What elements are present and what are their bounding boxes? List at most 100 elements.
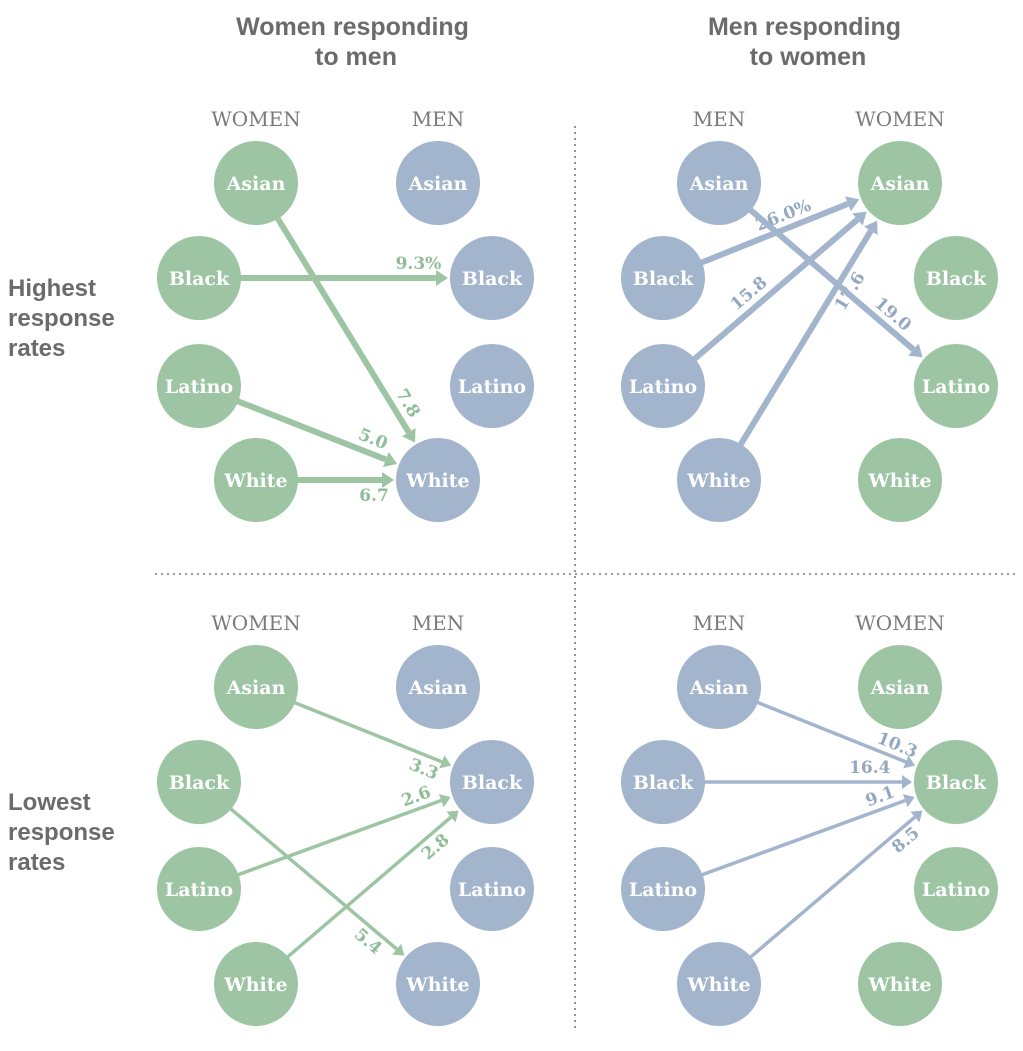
edge-line bbox=[697, 201, 850, 267]
edge-value-label: 5.4 bbox=[350, 924, 386, 958]
edge-white-to-black: 8.5 bbox=[746, 810, 924, 961]
arrowhead-icon bbox=[401, 428, 416, 443]
arrowhead-icon bbox=[382, 472, 394, 488]
edge-line bbox=[745, 205, 916, 352]
right-node-label-asian: Asian bbox=[408, 677, 468, 699]
right-node-label-latino: Latino bbox=[458, 879, 526, 901]
arrowhead-icon bbox=[382, 452, 398, 467]
column-title-men-to-women: Men responding to women bbox=[708, 13, 908, 71]
left-group-label: WOMEN bbox=[211, 107, 301, 131]
right-node-label-white: White bbox=[405, 974, 469, 996]
left-node-label-black: Black bbox=[169, 772, 230, 794]
left-node-label-black: Black bbox=[169, 268, 230, 290]
right-node-label-asian: Asian bbox=[870, 677, 930, 699]
right-group-label: MEN bbox=[412, 107, 465, 131]
left-node-white bbox=[677, 942, 761, 1026]
arrowhead-icon bbox=[910, 810, 923, 823]
edge-line bbox=[698, 798, 906, 878]
right-node-label-white: White bbox=[867, 470, 931, 492]
edge-line bbox=[736, 229, 874, 450]
arrowhead-icon bbox=[446, 810, 459, 823]
right-group-label: WOMEN bbox=[855, 611, 945, 635]
left-node-label-latino: Latino bbox=[165, 879, 233, 901]
edge-line bbox=[746, 815, 917, 961]
left-node-latino bbox=[157, 847, 241, 931]
edge-asian-to-latino: 19.0 bbox=[745, 205, 923, 358]
column-title-women-to-men: Women responding to men bbox=[236, 13, 476, 71]
arrowhead-icon bbox=[864, 220, 878, 235]
left-node-latino bbox=[157, 344, 241, 428]
right-node-label-white: White bbox=[405, 470, 469, 492]
left-node-label-latino: Latino bbox=[165, 376, 233, 398]
edge-line bbox=[273, 213, 412, 434]
arrowhead-icon bbox=[845, 196, 860, 212]
left-node-label-asian: Asian bbox=[226, 677, 286, 699]
right-node-latino bbox=[450, 847, 534, 931]
left-node-black bbox=[621, 740, 705, 824]
left-node-label-white: White bbox=[686, 974, 750, 996]
right-node-white bbox=[396, 942, 480, 1026]
right-node-black bbox=[450, 236, 534, 320]
right-node-latino bbox=[914, 344, 998, 428]
right-node-label-asian: Asian bbox=[870, 173, 930, 195]
edge-value-label: 2.8 bbox=[418, 830, 453, 864]
left-node-label-asian: Asian bbox=[689, 677, 749, 699]
edge-line bbox=[290, 699, 443, 764]
right-node-latino bbox=[450, 344, 534, 428]
edge-black-to-white: 5.4 bbox=[226, 805, 405, 959]
right-group-label: MEN bbox=[412, 611, 465, 635]
row-title-lowest: Lowest response rates bbox=[8, 789, 121, 876]
right-node-label-latino: Latino bbox=[922, 376, 990, 398]
edge-white-to-asian: 17.6 bbox=[736, 220, 878, 450]
arrowhead-icon bbox=[392, 943, 405, 956]
edge-white-to-white: 6.7 bbox=[294, 472, 394, 506]
edge-line bbox=[233, 397, 387, 463]
left-node-latino bbox=[621, 344, 705, 428]
edge-line bbox=[234, 798, 442, 878]
left-node-label-black: Black bbox=[633, 772, 694, 794]
right-group-label: WOMEN bbox=[855, 107, 945, 131]
left-node-label-white: White bbox=[223, 974, 287, 996]
right-node-asian bbox=[396, 141, 480, 225]
left-node-white bbox=[214, 942, 298, 1026]
left-group-label: MEN bbox=[693, 611, 746, 635]
left-node-label-latino: Latino bbox=[629, 376, 697, 398]
left-node-latino bbox=[621, 847, 705, 931]
right-node-label-black: Black bbox=[462, 772, 523, 794]
left-node-label-black: Black bbox=[633, 268, 694, 290]
arrowhead-icon bbox=[908, 343, 923, 358]
right-node-latino bbox=[914, 847, 998, 931]
edge-value-label: 9.3% bbox=[396, 254, 442, 274]
arrowhead-icon bbox=[439, 755, 452, 769]
edge-line bbox=[226, 805, 398, 951]
arrowhead-icon bbox=[902, 793, 915, 808]
right-node-label-latino: Latino bbox=[922, 879, 990, 901]
arrowhead-icon bbox=[852, 211, 867, 226]
left-node-black bbox=[157, 740, 241, 824]
right-node-label-black: Black bbox=[462, 268, 523, 290]
left-node-label-asian: Asian bbox=[689, 173, 749, 195]
right-node-label-black: Black bbox=[926, 268, 987, 290]
right-node-label-latino: Latino bbox=[458, 376, 526, 398]
edge-line bbox=[283, 815, 453, 961]
edge-black-to-black: 9.3% bbox=[237, 254, 448, 286]
left-group-label: MEN bbox=[693, 107, 746, 131]
right-node-label-asian: Asian bbox=[408, 173, 468, 195]
right-node-black bbox=[450, 740, 534, 824]
left-node-white bbox=[214, 438, 298, 522]
left-node-black bbox=[621, 236, 705, 320]
right-node-black bbox=[914, 740, 998, 824]
left-node-asian bbox=[214, 141, 298, 225]
right-node-black bbox=[914, 236, 998, 320]
right-node-label-black: Black bbox=[926, 772, 987, 794]
right-node-asian bbox=[396, 645, 480, 729]
left-node-label-asian: Asian bbox=[226, 173, 286, 195]
left-node-label-latino: Latino bbox=[629, 879, 697, 901]
right-node-asian bbox=[858, 141, 942, 225]
